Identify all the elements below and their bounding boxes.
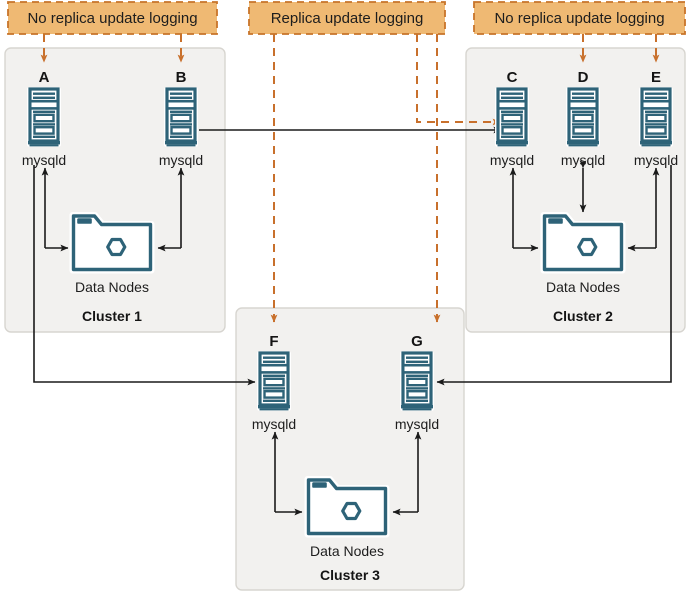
replication-link-a-to-f bbox=[33, 165, 256, 386]
data-nodes-label: Data Nodes bbox=[310, 543, 384, 559]
server-letter-a: A bbox=[39, 69, 50, 86]
server-letter-f: F bbox=[269, 333, 278, 350]
server-node-f[interactable]: F mysqld bbox=[252, 333, 296, 432]
server-label-a: mysqld bbox=[22, 152, 66, 168]
server-rack-icon bbox=[494, 86, 530, 148]
server-rack-icon bbox=[399, 350, 435, 412]
data-nodes-cluster-2: Data Nodes bbox=[544, 215, 623, 295]
note-label-center: Replica update logging bbox=[271, 10, 424, 27]
server-node-c[interactable]: C mysqld bbox=[490, 69, 534, 168]
cluster-2-internal-links bbox=[509, 160, 660, 252]
server-rack-icon bbox=[565, 86, 601, 148]
server-label-d: mysqld bbox=[561, 152, 605, 168]
server-node-e[interactable]: E mysqld bbox=[634, 69, 678, 168]
data-nodes-label: Data Nodes bbox=[546, 279, 620, 295]
cluster-label-2: Cluster 2 bbox=[553, 308, 613, 324]
note-label-left: No replica update logging bbox=[27, 10, 197, 27]
server-letter-e: E bbox=[651, 69, 661, 86]
cluster-label-3: Cluster 3 bbox=[320, 567, 380, 583]
server-label-g: mysqld bbox=[395, 416, 439, 432]
cluster-1-internal-links bbox=[41, 167, 185, 252]
server-label-f: mysqld bbox=[252, 416, 296, 432]
server-node-d[interactable]: D mysqld bbox=[561, 69, 605, 168]
server-rack-icon bbox=[26, 86, 62, 148]
data-nodes-cluster-1: Data Nodes bbox=[73, 215, 152, 295]
cluster-3-internal-links bbox=[271, 431, 422, 516]
note-box-right: No replica update logging bbox=[473, 1, 686, 35]
server-letter-c: C bbox=[507, 69, 518, 86]
server-rack-icon bbox=[163, 86, 199, 148]
server-letter-g: G bbox=[411, 333, 423, 350]
note-connector-center-to-c bbox=[416, 34, 501, 126]
server-label-e: mysqld bbox=[634, 152, 678, 168]
server-rack-icon bbox=[638, 86, 674, 148]
cluster-label-1: Cluster 1 bbox=[82, 308, 142, 324]
note-connector-group bbox=[40, 34, 660, 323]
replication-link-e-to-g bbox=[436, 165, 672, 386]
server-node-b[interactable]: B mysqld bbox=[159, 69, 203, 168]
server-letter-d: D bbox=[578, 69, 589, 86]
server-letter-b: B bbox=[176, 69, 187, 86]
note-box-left: No replica update logging bbox=[7, 1, 218, 35]
server-node-g[interactable]: G mysqld bbox=[395, 333, 439, 432]
server-label-b: mysqld bbox=[159, 152, 203, 168]
data-nodes-cluster-3: Data Nodes bbox=[308, 479, 387, 559]
server-rack-icon bbox=[256, 350, 292, 412]
server-label-c: mysqld bbox=[490, 152, 534, 168]
data-nodes-label: Data Nodes bbox=[75, 279, 149, 295]
server-node-a[interactable]: A mysqld bbox=[22, 69, 66, 168]
note-box-center: Replica update logging bbox=[248, 1, 446, 35]
replication-link-group bbox=[33, 126, 672, 386]
note-label-right: No replica update logging bbox=[494, 10, 664, 27]
